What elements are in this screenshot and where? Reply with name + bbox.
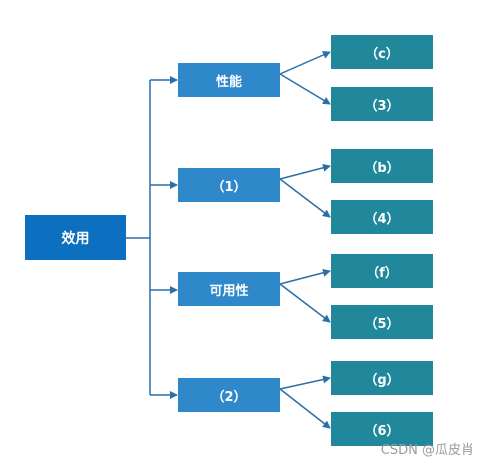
branch-node-4: （2） (178, 378, 280, 412)
leaf-node: （g） (331, 361, 433, 395)
leaf-label: （3） (364, 98, 400, 114)
root-node: 效用 (25, 215, 126, 260)
branch-node-2: （1） (178, 168, 280, 202)
watermark: CSDN @瓜皮肖 (380, 443, 474, 458)
root-label: 效用 (61, 230, 90, 247)
leaf-label: （g） (364, 372, 400, 388)
branch-label: 可用性 (209, 283, 249, 299)
leaf-node: （c） (331, 35, 433, 69)
leaf-label: （5） (364, 316, 400, 332)
branch-node-1: 性能 (178, 63, 280, 97)
branch-label: 性能 (215, 74, 242, 90)
leaf-node: （5） (331, 305, 433, 339)
branch-label: （1） (211, 179, 247, 195)
leaf-label: （b） (364, 160, 400, 176)
leaf-node: （f） (331, 254, 433, 288)
leaf-label: （4） (364, 211, 400, 227)
leaf-label: （f） (366, 265, 398, 281)
leaf-node: （b） (331, 149, 433, 183)
leaf-label: （6） (364, 423, 400, 439)
branch-label: （2） (211, 389, 247, 405)
leaf-label: （c） (365, 46, 399, 62)
branch-node-3: 可用性 (178, 272, 280, 306)
leaf-node: （3） (331, 87, 433, 121)
leaf-node: （4） (331, 200, 433, 234)
leaf-node: （6） (331, 412, 433, 446)
